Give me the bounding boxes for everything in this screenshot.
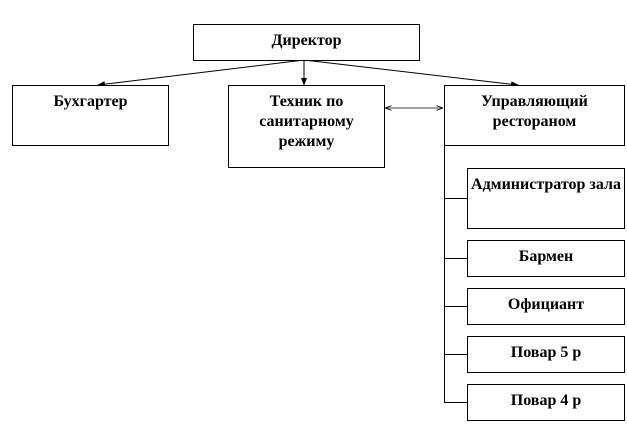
node-restaurant-manager: Управляющий рестораном <box>444 85 625 146</box>
arrow-to-accountant <box>97 59 305 88</box>
node-waiter: Официант <box>467 288 625 325</box>
arrow-to-manager <box>303 59 519 88</box>
node-sanitary-technician: Техник по санитарному режиму <box>228 85 385 168</box>
node-director: Директор <box>193 24 420 61</box>
node-bartender: Бармен <box>467 240 625 277</box>
node-cook-5: Повар 5 р <box>467 336 625 373</box>
node-cook-4: Повар 4 р <box>467 384 625 421</box>
node-hall-administrator: Администратор зала <box>467 168 625 229</box>
node-accountant: Бухгартер <box>12 85 169 146</box>
